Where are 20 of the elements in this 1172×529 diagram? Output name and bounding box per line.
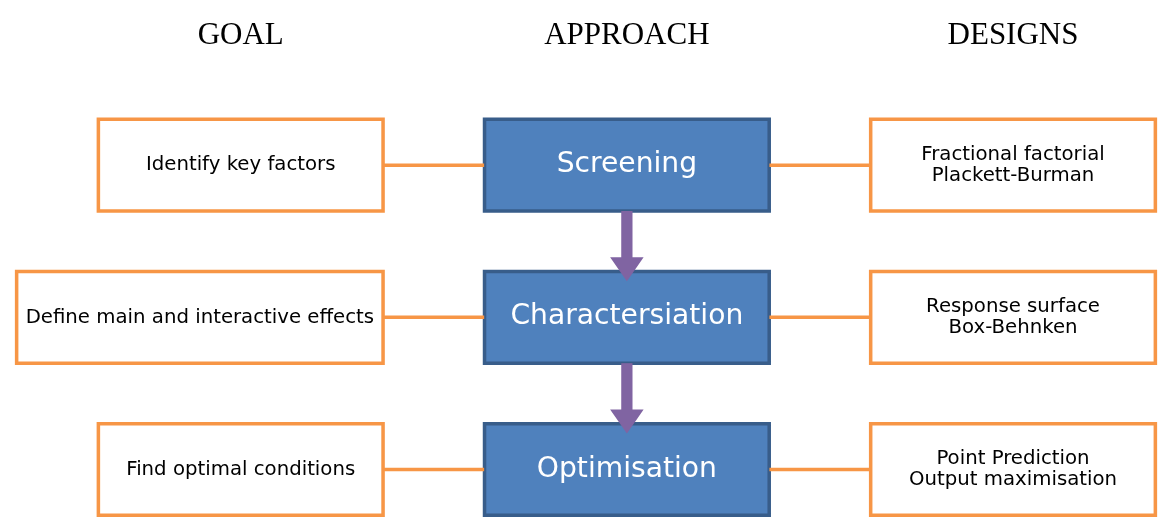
connector [769, 163, 871, 167]
node-box: Fractional factorial Plackett-Burman [868, 117, 1158, 213]
arrow [610, 363, 644, 434]
node-box: Point Prediction Output maximisation [868, 422, 1158, 518]
node-box: Optimisation [482, 422, 771, 518]
connector [769, 467, 871, 472]
connector [383, 467, 485, 472]
node-box: Identify key factors [96, 117, 385, 213]
label: APPROACH [544, 16, 710, 52]
arrow [610, 210, 644, 282]
node-box: Screening [482, 117, 771, 213]
label: GOAL [197, 16, 284, 52]
node-box: Response surface Box-Behnken [868, 269, 1158, 365]
connector [383, 315, 485, 320]
connector [383, 163, 485, 167]
node-box: Charactersiation [482, 269, 771, 365]
label: DESIGNS [947, 16, 1079, 52]
connector [769, 315, 871, 320]
node-box: Find optimal conditions [96, 422, 385, 518]
node-box: Define main and interactive effects [14, 269, 385, 365]
